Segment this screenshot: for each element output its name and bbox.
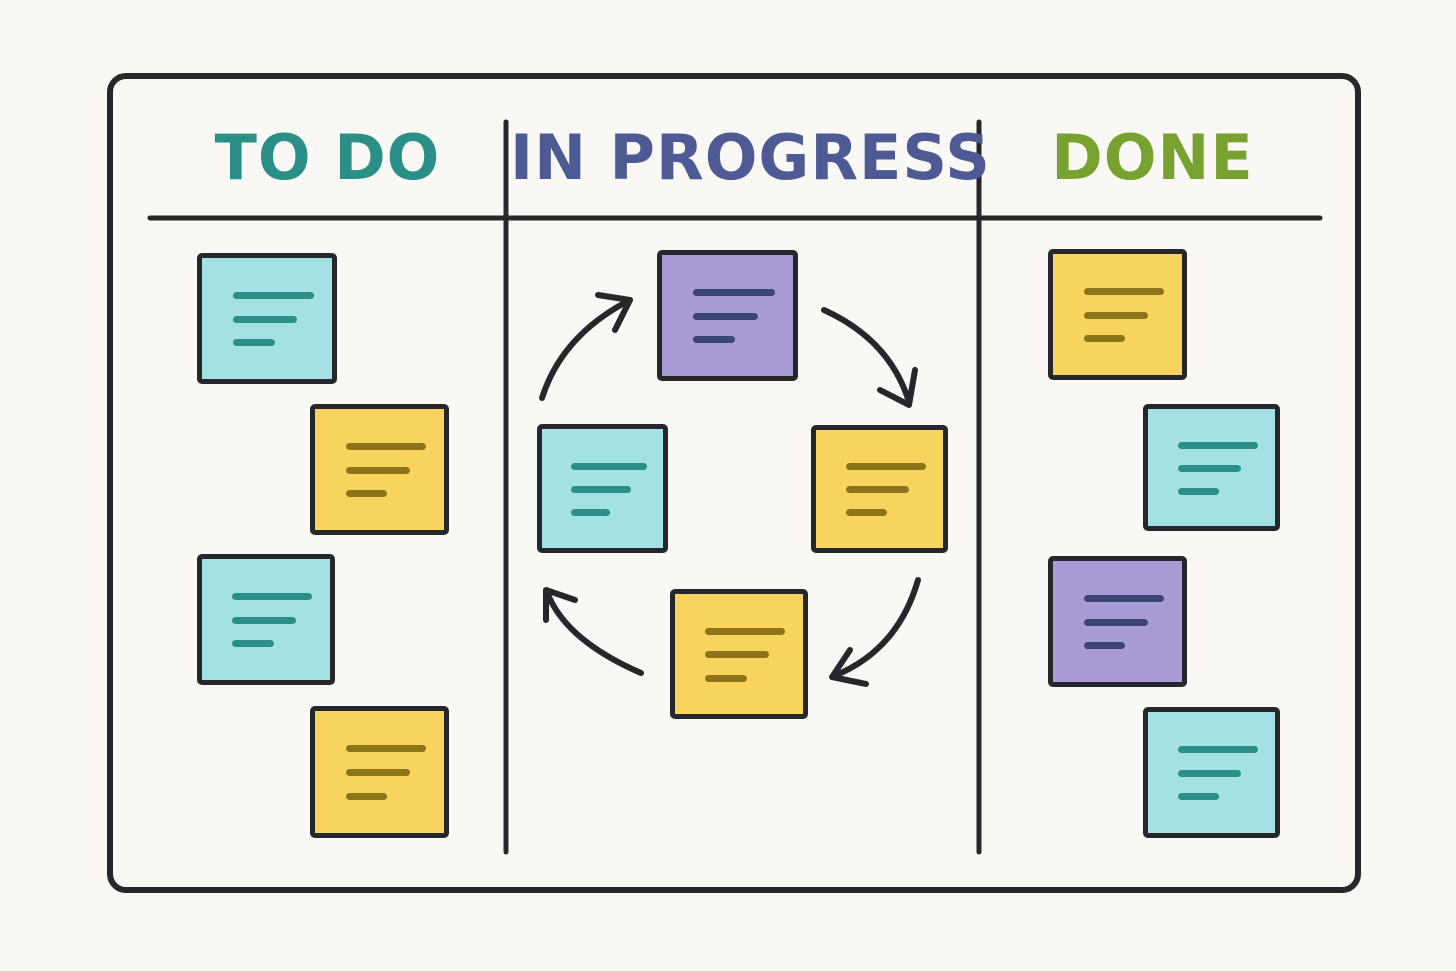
note-text-line (570, 508, 611, 516)
note-text-line (1178, 769, 1242, 777)
note-text-line (232, 315, 298, 323)
cycle-arrow-bottom-left (544, 589, 644, 676)
note-text-line (1178, 793, 1220, 801)
note-text-line (846, 463, 926, 471)
note-text-line (705, 627, 786, 635)
note-text-line (232, 339, 275, 347)
note-text-line (232, 292, 314, 300)
note-text-line (705, 674, 747, 682)
cycle-arrow-top-left-head (595, 292, 633, 333)
sticky-note-done-2[interactable] (1143, 404, 1280, 531)
sticky-note-todo-1[interactable] (197, 253, 337, 384)
cycle-arrow-top-left (539, 297, 633, 401)
sticky-note-todo-3[interactable] (197, 554, 335, 685)
note-text-line (846, 509, 888, 517)
cycle-arrow-bottom-right-head (829, 647, 869, 687)
sticky-note-in-progress-1[interactable] (657, 250, 798, 381)
sticky-note-done-4[interactable] (1143, 707, 1280, 838)
note-text-line (693, 336, 736, 344)
note-text-line (1178, 746, 1258, 754)
note-text-line (345, 769, 410, 777)
note-text-line (693, 289, 775, 297)
note-text-line (1178, 487, 1220, 495)
note-text-line (345, 466, 410, 474)
note-text-line (1083, 288, 1165, 296)
sticky-note-in-progress-3[interactable] (811, 425, 948, 553)
note-text-line (1083, 311, 1148, 319)
sticky-note-todo-2[interactable] (310, 404, 449, 535)
note-text-line (345, 490, 388, 498)
column-title-todo: TO DO (214, 121, 441, 194)
workflow-cycle-arrows (539, 292, 921, 687)
column-title-done: DONE (1051, 121, 1254, 194)
sticky-note-in-progress-4[interactable] (670, 589, 808, 719)
board-outline (107, 73, 1361, 893)
note-text-line (1178, 464, 1242, 472)
note-text-line (1083, 335, 1126, 343)
note-text-line (1178, 442, 1258, 450)
column-title-in-progress: IN PROGRESS (510, 121, 991, 194)
sticky-note-in-progress-2[interactable] (537, 424, 668, 553)
note-text-line (570, 485, 632, 493)
note-text-line (846, 486, 910, 494)
note-text-line (232, 616, 296, 624)
note-text-line (705, 651, 769, 659)
note-text-line (345, 443, 427, 451)
cycle-arrow-top-right-head (877, 367, 918, 408)
cycle-arrow-bottom-left-head (543, 587, 578, 623)
sticky-note-todo-4[interactable] (310, 706, 449, 838)
note-text-line (1083, 618, 1148, 626)
note-text-line (232, 640, 274, 648)
note-text-line (1083, 595, 1165, 603)
note-text-line (345, 792, 388, 800)
cycle-arrow-bottom-right (831, 577, 921, 679)
sticky-note-done-1[interactable] (1048, 249, 1187, 380)
cycle-arrow-top-right (821, 307, 912, 405)
sticky-note-done-3[interactable] (1048, 556, 1187, 687)
note-text-line (1083, 642, 1126, 650)
note-text-line (570, 462, 647, 470)
note-text-line (345, 745, 427, 753)
note-text-line (232, 593, 313, 601)
note-text-line (693, 312, 758, 320)
